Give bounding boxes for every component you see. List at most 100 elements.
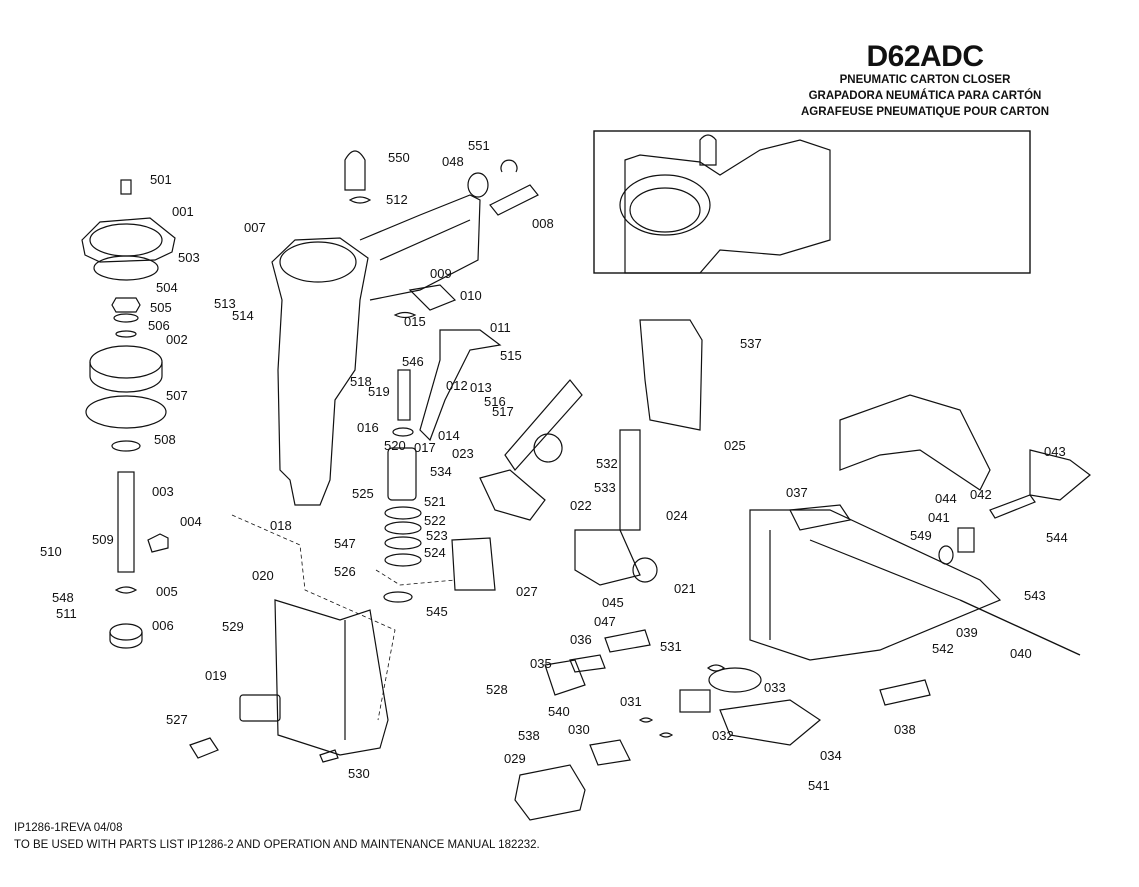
part-label-024: 024 bbox=[666, 508, 688, 523]
part-label-507: 507 bbox=[166, 388, 188, 403]
driver-003 bbox=[117, 471, 135, 573]
part-label-506: 506 bbox=[148, 318, 170, 333]
inset-tool-outline bbox=[624, 139, 831, 274]
part-label-035: 035 bbox=[530, 656, 552, 671]
title-spanish: GRAPADORA NEUMÁTICA PARA CARTÓN bbox=[808, 90, 1042, 102]
part-label-545: 545 bbox=[426, 604, 448, 619]
plate-020 bbox=[274, 599, 389, 756]
part-label-517: 517 bbox=[492, 404, 514, 419]
part-label-004: 004 bbox=[180, 514, 202, 529]
part-label-033: 033 bbox=[764, 680, 786, 695]
link-024 bbox=[619, 429, 641, 531]
part-label-017: 017 bbox=[414, 440, 436, 455]
part-045 bbox=[574, 529, 641, 586]
part-label-044: 044 bbox=[935, 491, 957, 506]
part-label-513: 513 bbox=[214, 296, 236, 311]
part-label-034: 034 bbox=[820, 748, 842, 763]
part-label-541: 541 bbox=[808, 778, 830, 793]
part-label-022: 022 bbox=[570, 498, 592, 513]
part-label-509: 509 bbox=[92, 532, 114, 547]
part-label-007: 007 bbox=[244, 220, 266, 235]
plate-019 bbox=[239, 694, 281, 722]
part-label-031: 031 bbox=[620, 694, 642, 709]
spring-033 bbox=[706, 664, 726, 672]
plate-034 bbox=[719, 699, 822, 746]
part-label-002: 002 bbox=[166, 332, 188, 347]
part-label-020: 020 bbox=[252, 568, 274, 583]
part-label-515: 515 bbox=[500, 348, 522, 363]
part-label-516: 516 bbox=[484, 394, 506, 409]
part-label-011: 011 bbox=[490, 320, 511, 335]
part-label-521: 521 bbox=[424, 494, 446, 509]
part-label-547: 547 bbox=[334, 536, 356, 551]
model-title: D62ADC bbox=[866, 40, 984, 73]
part-label-029: 029 bbox=[504, 751, 526, 766]
fitting-008 bbox=[489, 184, 539, 216]
part-label-001: 001 bbox=[172, 204, 194, 219]
part-label-027: 027 bbox=[516, 584, 538, 599]
oring-507 bbox=[85, 395, 167, 429]
part-043 bbox=[1029, 449, 1091, 501]
part-label-523: 523 bbox=[426, 528, 448, 543]
part-label-015: 015 bbox=[404, 314, 426, 329]
link-023 bbox=[504, 379, 583, 471]
part-label-543: 543 bbox=[1024, 588, 1046, 603]
part-label-548: 548 bbox=[52, 590, 74, 605]
spring-005 bbox=[114, 586, 138, 594]
block-027 bbox=[451, 537, 496, 591]
part-label-036: 036 bbox=[570, 632, 592, 647]
part-label-030: 030 bbox=[568, 722, 590, 737]
part-025 bbox=[639, 319, 703, 431]
part-label-032: 032 bbox=[712, 728, 734, 743]
part-label-023: 023 bbox=[452, 446, 474, 461]
part-label-045: 045 bbox=[602, 595, 624, 610]
part-label-005: 005 bbox=[156, 584, 178, 599]
part-label-540: 540 bbox=[548, 704, 570, 719]
part-label-018: 018 bbox=[270, 518, 292, 533]
piston-002 bbox=[89, 345, 163, 379]
part-label-511: 511 bbox=[56, 606, 77, 621]
part-label-040: 040 bbox=[1010, 646, 1032, 661]
part-number-labels: 5010015035045055060025075080030045095105… bbox=[40, 138, 1068, 793]
cap-001 bbox=[81, 217, 176, 263]
part-label-551: 551 bbox=[468, 138, 490, 153]
part-label-525: 525 bbox=[352, 486, 374, 501]
part-label-042: 042 bbox=[970, 487, 992, 502]
document-reference: IP1286-1REVA 04/08 bbox=[14, 822, 123, 834]
part-label-528: 528 bbox=[486, 682, 508, 697]
title-french: AGRAFEUSE PNEUMATIQUE POUR CARTON bbox=[800, 106, 1050, 118]
part-label-514: 514 bbox=[232, 308, 254, 323]
block-029 bbox=[514, 764, 586, 821]
part-label-549: 549 bbox=[910, 528, 932, 543]
bracket-038 bbox=[879, 679, 931, 706]
inset-detail-box bbox=[593, 130, 1031, 274]
part-label-010: 010 bbox=[460, 288, 482, 303]
part-label-013: 013 bbox=[470, 380, 492, 395]
part-label-048: 048 bbox=[442, 154, 464, 169]
part-label-531: 531 bbox=[660, 639, 682, 654]
part-label-016: 016 bbox=[357, 420, 379, 435]
body-007 bbox=[271, 237, 369, 506]
part-label-532: 532 bbox=[596, 456, 618, 471]
part-021 bbox=[632, 557, 658, 583]
part-label-014: 014 bbox=[438, 428, 460, 443]
part-label-043: 043 bbox=[1044, 444, 1066, 459]
part-label-510: 510 bbox=[40, 544, 62, 559]
part-label-021: 021 bbox=[674, 581, 696, 596]
part-label-544: 544 bbox=[1046, 530, 1068, 545]
part-label-527: 527 bbox=[166, 712, 188, 727]
part-label-520: 520 bbox=[384, 438, 406, 453]
nut-504 bbox=[111, 297, 141, 313]
title-english: PNEUMATIC CARTON CLOSER bbox=[839, 74, 1011, 86]
part-label-041: 041 bbox=[928, 510, 950, 525]
frame-039 bbox=[749, 509, 1002, 661]
part-label-038: 038 bbox=[894, 722, 916, 737]
part-label-006: 006 bbox=[152, 618, 174, 633]
part-label-504: 504 bbox=[156, 280, 178, 295]
part-label-537: 537 bbox=[740, 336, 762, 351]
part-label-508: 508 bbox=[154, 432, 176, 447]
part-label-530: 530 bbox=[348, 766, 370, 781]
part-label-019: 019 bbox=[205, 668, 227, 683]
